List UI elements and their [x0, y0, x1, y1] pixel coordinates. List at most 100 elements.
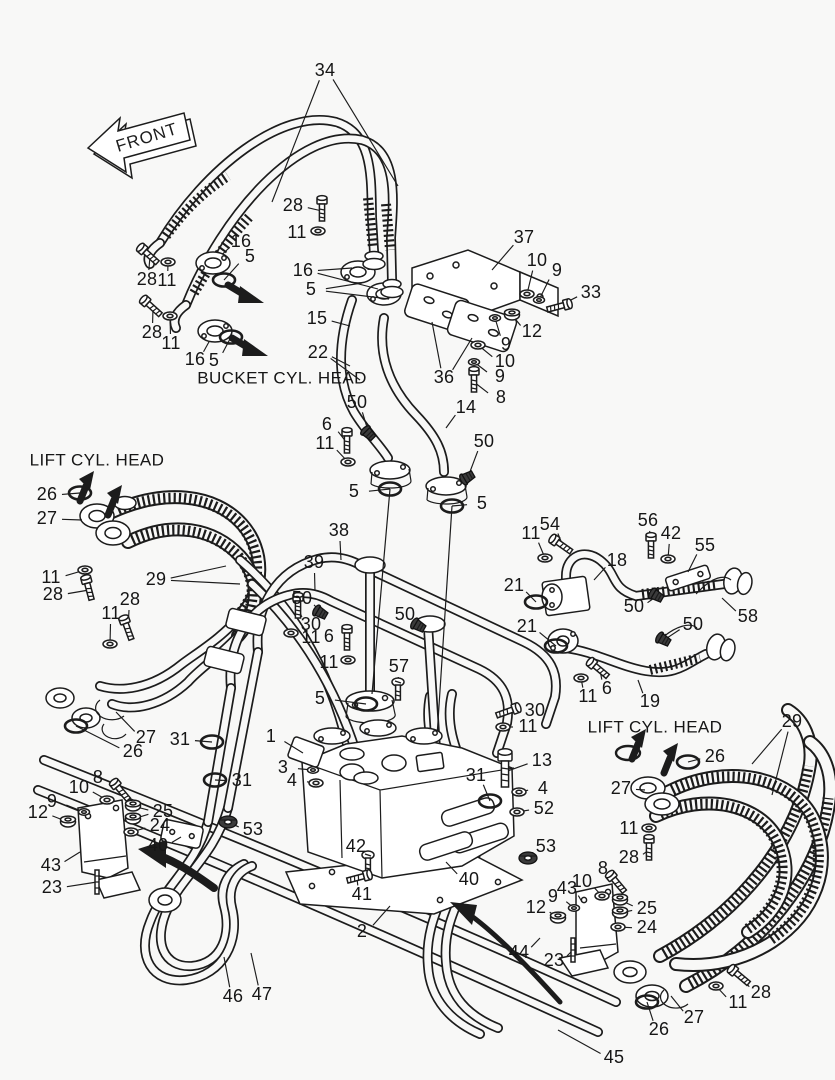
- part-bolt: [468, 365, 480, 393]
- part-washer: [610, 922, 626, 932]
- callout-4: 4: [286, 770, 298, 791]
- leader-line: [170, 565, 227, 579]
- leader-line: [222, 336, 232, 354]
- part-bolt: [643, 833, 655, 861]
- callout-12: 12: [525, 897, 547, 918]
- part-washer: [660, 554, 676, 564]
- leader-line: [331, 356, 351, 367]
- callout-11: 11: [315, 433, 335, 454]
- callout-45: 45: [603, 1047, 625, 1068]
- callout-39: 39: [303, 552, 325, 573]
- callout-29: 29: [781, 711, 803, 732]
- leader-line: [61, 518, 83, 521]
- callout-11: 11: [518, 716, 538, 737]
- part-pin: [94, 869, 100, 895]
- callout-5: 5: [348, 481, 360, 502]
- callout-31: 31: [231, 770, 253, 791]
- callout-28: 28: [141, 322, 163, 343]
- part-bolt: [137, 293, 165, 320]
- callout-42: 42: [660, 523, 682, 544]
- callout-6: 6: [323, 626, 335, 647]
- callout-28: 28: [750, 982, 772, 1003]
- leader-line: [61, 492, 81, 495]
- callout-11: 11: [301, 627, 321, 648]
- part-washer_s: [532, 296, 546, 304]
- callout-24: 24: [636, 917, 658, 938]
- leader-line: [530, 937, 541, 948]
- callout-10: 10: [494, 351, 516, 372]
- callout-50: 50: [394, 604, 416, 625]
- callout-4: 4: [537, 778, 549, 799]
- callout-41: 41: [351, 884, 373, 905]
- leader-line: [721, 597, 737, 612]
- leader-line: [372, 905, 391, 926]
- part-bolt: [341, 426, 353, 454]
- callout-10: 10: [571, 871, 593, 892]
- callout-2: 2: [356, 921, 368, 942]
- leader-line: [194, 740, 213, 743]
- part-washer: [519, 289, 535, 299]
- right-hose-bundle: [613, 703, 835, 1009]
- part-bolt: [645, 531, 657, 559]
- callout-27: 27: [135, 727, 157, 748]
- callout-22: 22: [307, 342, 329, 363]
- top-hoses-34: [143, 115, 404, 333]
- part-nut: [611, 893, 629, 906]
- callout-9: 9: [500, 334, 512, 355]
- part-washer: [509, 807, 525, 817]
- leader-line: [66, 881, 98, 888]
- callout-50: 50: [623, 596, 645, 617]
- callout-30: 30: [300, 614, 322, 635]
- direction-arrows: [76, 281, 678, 1005]
- callout-26: 26: [704, 746, 726, 767]
- leader-line: [577, 895, 583, 903]
- bracket-43-right: [558, 883, 619, 977]
- part-bolt: [725, 962, 753, 989]
- part-nut: [503, 308, 521, 321]
- callout-57: 57: [388, 656, 410, 677]
- part-washer: [162, 311, 178, 321]
- callout-16: 16: [184, 349, 206, 370]
- leader-line: [317, 272, 379, 290]
- leader-line: [331, 320, 351, 327]
- callout-26: 26: [648, 1019, 670, 1040]
- part-washer: [340, 655, 356, 665]
- callout-1: 1: [265, 726, 277, 747]
- part-screw: [391, 677, 405, 701]
- callout-16: 16: [292, 260, 314, 281]
- part-nut: [549, 911, 567, 924]
- part-washer: [123, 827, 139, 837]
- callout-23: 23: [543, 950, 565, 971]
- leader-line: [539, 632, 557, 647]
- leader-line: [223, 263, 240, 281]
- callout-25: 25: [636, 898, 658, 919]
- leader-line: [635, 788, 646, 791]
- part-grommet: [218, 815, 238, 829]
- part-washer: [470, 340, 486, 350]
- part-plug: [653, 630, 673, 649]
- leader-line: [445, 414, 456, 429]
- part-washer: [308, 778, 324, 788]
- callout-50: 50: [682, 614, 704, 635]
- callout-11: 11: [578, 686, 598, 707]
- callout-3: 3: [277, 757, 289, 778]
- leader-line: [771, 731, 789, 796]
- leader-line: [332, 79, 399, 187]
- callout-52: 52: [533, 798, 555, 819]
- callout-11: 11: [728, 992, 748, 1013]
- right-pipes-18-19: [541, 549, 753, 678]
- callout-28: 28: [282, 195, 304, 216]
- part-washer: [495, 722, 511, 732]
- leader-line: [670, 995, 684, 1012]
- callout-33: 33: [580, 282, 602, 303]
- part-washer: [594, 891, 610, 901]
- callout-5: 5: [208, 350, 220, 371]
- part-washer: [537, 553, 553, 563]
- part-nut: [124, 799, 142, 812]
- callout-19: 19: [639, 691, 661, 712]
- leader-line: [452, 337, 473, 371]
- part-washer: [99, 795, 115, 805]
- callout-42: 42: [345, 836, 367, 857]
- callout-5: 5: [244, 246, 256, 267]
